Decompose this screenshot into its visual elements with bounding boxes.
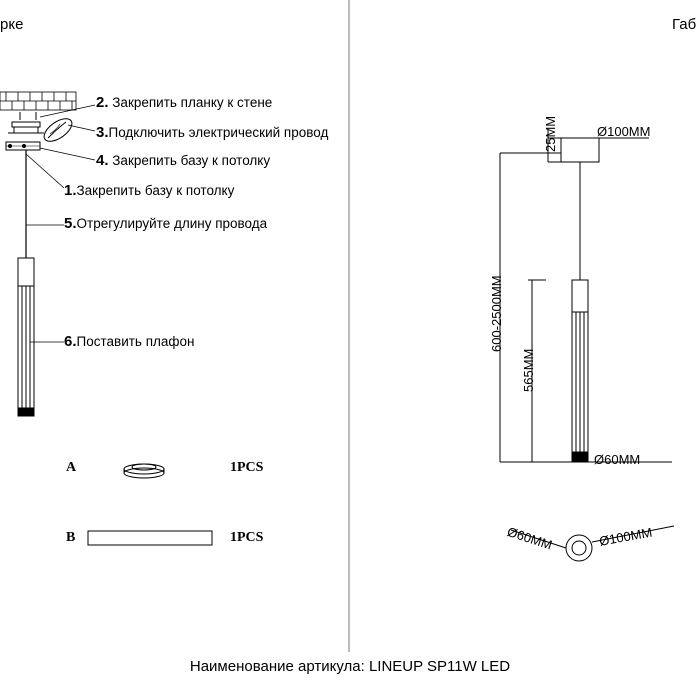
step-text: Поставить плафон [76,334,195,349]
step-1: 1.Закрепить базу к потолку [64,182,234,199]
step-text: Отрегулируйте длину провода [76,216,268,231]
step-text: Закрепить базу к потолку [76,183,235,198]
part-b-letter: B [66,530,76,545]
leader-lines [25,104,96,343]
dim-shade-length: 565MM [521,348,536,392]
dim-base-height: 25MM [543,115,558,152]
step-number: 3. [96,124,109,141]
step-number: 5. [64,215,77,232]
step-number: 2. [96,94,109,111]
step-6: 6.Поставить плафон [64,333,194,350]
screw-icon [19,112,37,120]
step-number: 1. [64,182,77,199]
mounting-bracket-icon [8,121,44,134]
step-4: 4. Закрепить базу к потолку [96,152,270,169]
step-3: 3.Подключить электрический провод [96,124,328,141]
part-b-bar-icon [87,530,213,546]
left-header: рке [0,16,24,33]
step-5: 5.Отрегулируйте длину провода [64,215,267,232]
step-text: Подключить электрический провод [108,125,329,140]
step-number: 4. [96,152,109,169]
canopy-base-icon [5,141,41,151]
step-text: Закрепить планку к стене [112,95,273,110]
right-header: Габ [672,16,697,33]
step-number: 6. [64,333,77,350]
step-text: Закрепить базу к потолку [112,153,271,168]
pendant-tube-left [17,257,35,417]
dim-cord-length: 600-2500MM [489,275,504,352]
part-b-qty: 1PCS [230,530,264,545]
step-2: 2. Закрепить планку к стене [96,94,272,111]
part-a-letter: A [66,460,77,475]
dim-shade-diameter: Ø60MM [594,452,641,467]
dim-base-diameter: Ø100MM [597,124,651,139]
article-name: Наименование артикула: LINEUP SP11W LED [189,658,511,675]
part-a-qty: 1PCS [230,460,264,475]
part-a-ring-icon [123,463,165,479]
dimension-drawing [499,130,675,562]
wire-connector-icon [43,118,73,142]
wall-brick-icon [0,91,77,111]
